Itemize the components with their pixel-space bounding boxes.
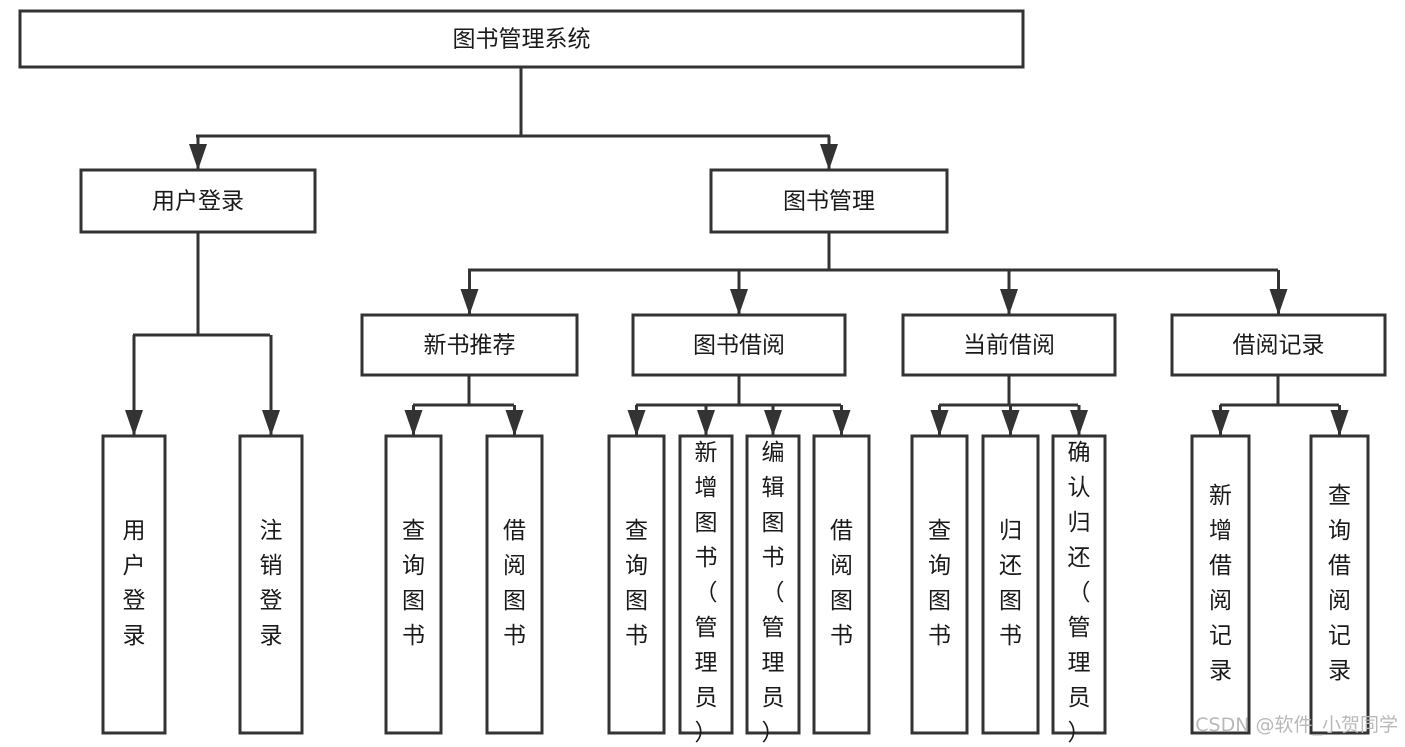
node-box [678, 434, 734, 735]
node-box [1309, 434, 1370, 735]
arrow-down-icon [1269, 289, 1288, 315]
arrow-down-icon [1211, 410, 1230, 436]
node-label: 借阅图书 [830, 518, 853, 649]
node-label: 查询图书 [928, 518, 951, 649]
arrow-down-icon [1070, 410, 1088, 436]
csdn-watermark: CSDN @软件_小贺同学 [1195, 714, 1398, 736]
node-leaf-query-book-1[interactable]: 查询图书 [384, 434, 443, 735]
node-root[interactable]: 图书管理系统 [18, 9, 1025, 69]
node-box [18, 9, 1025, 69]
node-box [1051, 434, 1107, 735]
arrow-down-icon [697, 410, 715, 436]
node-current-borrow[interactable]: 当前借阅 [901, 313, 1117, 377]
node-label: 查询图书 [625, 518, 648, 649]
node-leaf-add-book[interactable]: 新增图书（管理员） [678, 434, 734, 746]
arrow-down-icon [125, 410, 143, 436]
node-box [910, 434, 969, 735]
node-label: 借阅图书 [503, 518, 526, 649]
node-leaf-borrow-book-2[interactable]: 借阅图书 [812, 434, 871, 735]
arrow-down-icon [764, 410, 782, 436]
arrow-down-icon [820, 144, 838, 170]
node-label: 当前借阅 [963, 333, 1055, 359]
node-box [812, 434, 871, 735]
arrow-down-icon [832, 410, 851, 436]
arrow-down-icon [460, 289, 479, 315]
node-leaf-edit-book[interactable]: 编辑图书（管理员） [745, 434, 801, 746]
arrow-down-icon [730, 289, 748, 315]
node-box [79, 168, 317, 234]
node-label: 用户登录 [123, 518, 146, 649]
arrow-down-icon [189, 144, 207, 170]
node-leaf-user-login[interactable]: 用户登录 [101, 434, 167, 735]
arrow-down-icon [404, 410, 423, 436]
node-box [360, 313, 579, 377]
node-label: 借阅记录 [1233, 333, 1325, 359]
arrow-down-icon [1330, 410, 1349, 436]
node-box [101, 434, 167, 735]
node-label: 查询借阅记录 [1328, 483, 1351, 684]
arrow-down-icon [1000, 289, 1018, 315]
node-label: 确认归还（管理员） [1068, 440, 1091, 746]
node-label: 新增图书（管理员） [695, 440, 718, 746]
node-leaf-query-record[interactable]: 查询借阅记录 [1309, 434, 1370, 735]
node-leaf-query-book-2[interactable]: 查询图书 [607, 434, 666, 735]
node-book-borrow[interactable]: 图书借阅 [631, 313, 847, 377]
node-leaf-user-logout[interactable]: 注销登录 [238, 434, 304, 735]
arrow-down-icon [1001, 410, 1020, 436]
node-label: 图书管理 [783, 189, 875, 215]
arrow-down-icon [627, 410, 646, 436]
node-box [1190, 434, 1251, 735]
node-leaf-confirm-return[interactable]: 确认归还（管理员） [1051, 434, 1107, 746]
node-box [607, 434, 666, 735]
node-new-book-rec[interactable]: 新书推荐 [360, 313, 579, 377]
node-box [384, 434, 443, 735]
node-label: 图书管理系统 [453, 27, 591, 53]
node-box [981, 434, 1040, 735]
node-label: 新书推荐 [424, 333, 516, 359]
node-box [631, 313, 847, 377]
node-label: 用户登录 [152, 189, 244, 215]
node-label: 图书借阅 [693, 333, 785, 359]
node-user-login[interactable]: 用户登录 [79, 168, 317, 234]
arrow-down-icon [505, 410, 524, 436]
connectors-layer [125, 67, 1349, 436]
node-book-manage[interactable]: 图书管理 [709, 168, 949, 234]
node-leaf-query-book-3[interactable]: 查询图书 [910, 434, 969, 735]
node-label: 归还图书 [999, 518, 1022, 649]
node-label: 新增借阅记录 [1209, 483, 1232, 684]
node-box [1170, 313, 1387, 377]
node-box [485, 434, 544, 735]
arrow-down-icon [262, 410, 280, 436]
node-box [901, 313, 1117, 377]
nodes-layer: 图书管理系统用户登录图书管理新书推荐图书借阅当前借阅借阅记录用户登录注销登录查询… [18, 9, 1387, 746]
node-label: 查询图书 [402, 518, 425, 649]
node-label: 注销登录 [260, 518, 283, 649]
node-borrow-record[interactable]: 借阅记录 [1170, 313, 1387, 377]
node-box [745, 434, 801, 735]
node-leaf-add-record[interactable]: 新增借阅记录 [1190, 434, 1251, 735]
node-box [238, 434, 304, 735]
node-box [709, 168, 949, 234]
arrow-down-icon [930, 410, 949, 436]
node-label: 编辑图书（管理员） [762, 440, 785, 746]
node-leaf-return-book[interactable]: 归还图书 [981, 434, 1040, 735]
node-leaf-borrow-book-1[interactable]: 借阅图书 [485, 434, 544, 735]
